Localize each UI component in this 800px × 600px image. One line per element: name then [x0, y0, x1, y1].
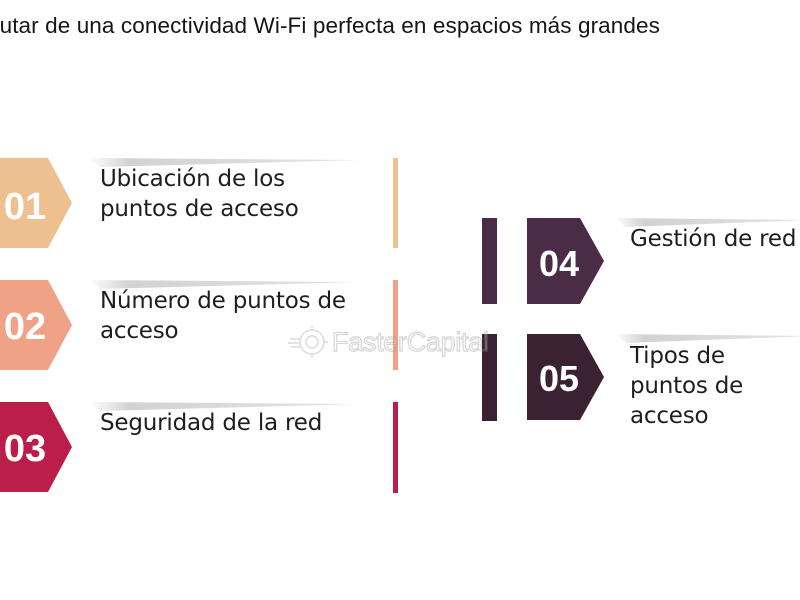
step-05-label: Tipos de puntos de acceso — [630, 343, 744, 429]
step-01-badge — [0, 158, 72, 248]
watermark-text: FasterCapital — [331, 326, 489, 357]
step-02-label: Número de puntos de acceso — [100, 288, 346, 344]
step-03-number: 03 — [4, 428, 46, 470]
step-03-accent-bar — [393, 402, 398, 493]
step-02-accent-bar — [393, 280, 398, 370]
step-02-top-line — [88, 280, 360, 289]
step-01: 01 — [0, 158, 398, 248]
watermark-gear-icon — [288, 326, 328, 358]
header-text: rutar de una conectividad Wi-Fi perfecta… — [0, 13, 660, 38]
step-04-top-line — [614, 218, 800, 227]
step-01-label: Ubicación de los puntos de acceso — [100, 166, 299, 222]
step-02-number: 02 — [4, 306, 46, 348]
step-02-badge — [0, 280, 72, 370]
step-04: 04 — [482, 218, 800, 304]
step-04-badge — [527, 218, 604, 304]
step-03-badge — [0, 402, 72, 492]
watermark: FasterCapital — [288, 322, 518, 362]
step-04-number: 04 — [539, 243, 579, 284]
step-03-label: Seguridad de la red — [100, 410, 323, 436]
step-03: 03 — [0, 402, 398, 493]
step-01-accent-bar — [393, 158, 398, 248]
step-04-label: Gestión de red — [630, 226, 797, 252]
step-04-accent-bar — [482, 218, 497, 304]
step-01-number: 01 — [4, 186, 46, 228]
step-03-top-line — [88, 402, 360, 411]
step-05-number: 05 — [539, 358, 579, 399]
step-05: 05 — [482, 334, 800, 421]
step-05-top-line — [614, 334, 800, 343]
step-02: 02 — [0, 280, 398, 370]
step-01-top-line — [88, 158, 360, 167]
step-05-badge — [527, 334, 604, 420]
step-05-accent-bar — [482, 334, 497, 421]
